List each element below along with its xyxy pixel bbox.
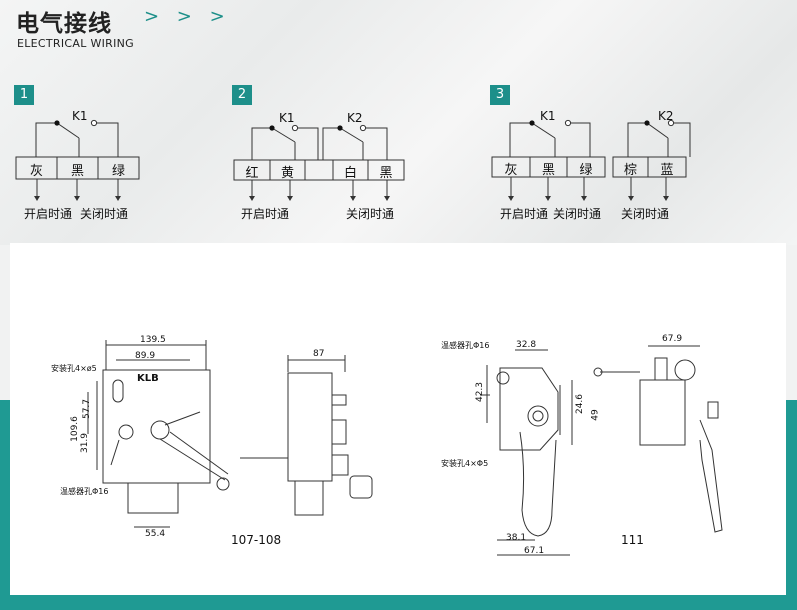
diagram-number-2: 2 <box>232 85 252 105</box>
section-title: 电气接线 <box>16 11 112 37</box>
dim-label: 87 <box>313 349 325 359</box>
caption-close: 关闭时通 <box>621 207 670 221</box>
dim-label: 57.7 <box>82 398 93 420</box>
model-label: 107-108 <box>231 533 282 547</box>
note-label: 温感器孔Φ16 <box>441 341 490 350</box>
caption-open: 开启时通 <box>24 207 73 221</box>
diagram-number-3: 3 <box>490 85 510 105</box>
terminal-cell: 灰 <box>29 164 43 179</box>
drawing-panel <box>10 243 786 595</box>
section-subtitle: ELECTRICAL WIRING <box>17 37 135 50</box>
dim-label: 67.1 <box>524 546 545 556</box>
dim-label: 42.3 <box>475 381 486 403</box>
note-label: 安装孔4×ø5 <box>51 364 97 373</box>
caption-open: 开启时通 <box>241 207 290 221</box>
dim-label: 55.4 <box>145 529 166 539</box>
terminal-cell: 黑 <box>70 164 84 179</box>
brand-logo: KLB <box>137 373 159 384</box>
dim-label: 67.9 <box>662 334 683 344</box>
dim-label: 49 <box>590 409 601 421</box>
terminal-cell: 绿 <box>111 164 125 179</box>
diagram-number-1: 1 <box>14 85 34 105</box>
terminal-cell: 绿 <box>579 163 593 178</box>
switch-label-k1: K1 <box>540 109 556 123</box>
terminal-cell: 红 <box>245 166 259 181</box>
marble-background <box>0 0 797 245</box>
dim-label: 32.8 <box>516 340 537 350</box>
caption-close: 关闭时通 <box>80 207 129 221</box>
terminal-cell: 黑 <box>379 166 393 181</box>
chevron-right-icon: > > > <box>144 6 231 27</box>
switch-label-k2: K2 <box>347 111 363 125</box>
caption-close: 关闭时通 <box>553 207 602 221</box>
dim-label: 89.9 <box>135 351 156 361</box>
dim-label: 24.6 <box>575 393 586 415</box>
caption-close: 关闭时通 <box>346 207 395 221</box>
model-label: 111 <box>621 533 644 547</box>
dim-label: 31.9 <box>80 432 91 454</box>
terminal-cell: 灰 <box>504 163 518 178</box>
switch-label-k2: K2 <box>658 109 674 123</box>
dim-label: 109.6 <box>69 416 80 442</box>
switch-label-k1: K1 <box>72 109 88 123</box>
switch-label-k1: K1 <box>279 111 295 125</box>
terminal-cell: 棕 <box>623 163 637 178</box>
note-label: 安装孔4×Φ5 <box>441 459 489 468</box>
terminal-cell: 白 <box>343 166 357 181</box>
dim-label: 139.5 <box>140 335 166 345</box>
note-label: 温感器孔Φ16 <box>60 487 109 496</box>
caption-open: 开启时通 <box>500 207 549 221</box>
terminal-cell: 黑 <box>541 163 555 178</box>
terminal-cell: 蓝 <box>660 163 674 178</box>
dim-label: 38.1 <box>506 533 527 543</box>
terminal-cell: 黄 <box>280 166 294 181</box>
